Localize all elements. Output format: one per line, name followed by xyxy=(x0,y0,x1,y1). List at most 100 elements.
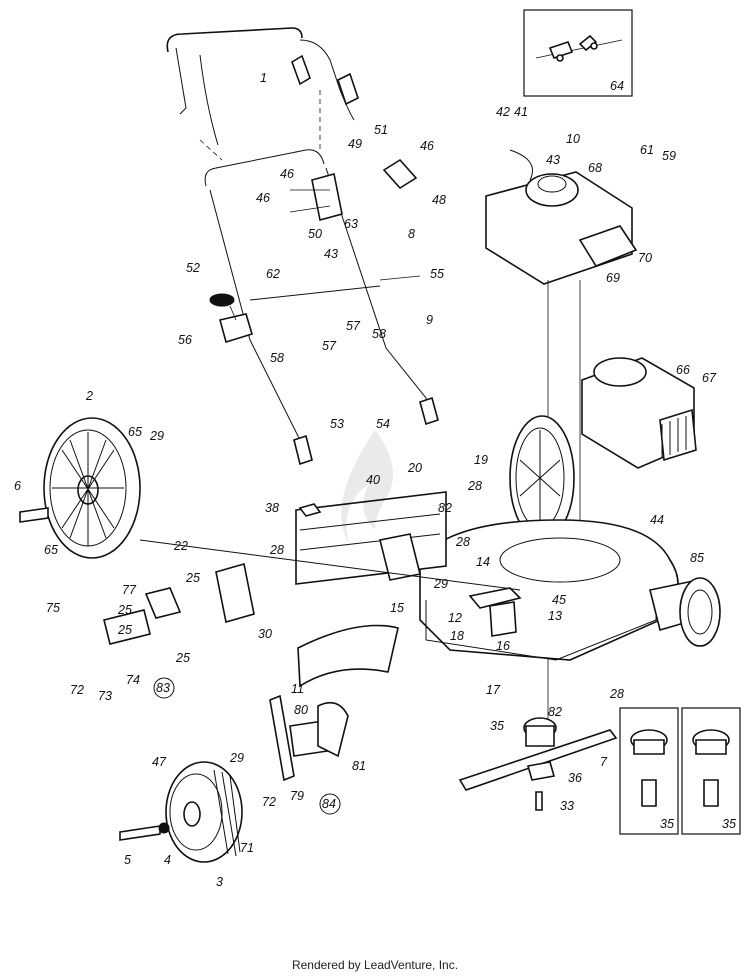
callout-52: 52 xyxy=(186,261,200,275)
upper-handle xyxy=(166,27,359,161)
callout-29-a: 29 xyxy=(149,429,164,443)
callout-74: 74 xyxy=(126,673,140,687)
callout-35-c: 35 xyxy=(722,817,736,831)
callout-51: 51 xyxy=(374,123,388,137)
callout-19: 19 xyxy=(474,453,488,467)
callout-28-d: 28 xyxy=(609,687,624,701)
watermark-flame-icon xyxy=(341,430,393,544)
callout-65-b: 65 xyxy=(44,543,58,557)
callout-28-c: 28 xyxy=(455,535,470,549)
callout-5: 5 xyxy=(124,853,131,867)
callout-17: 17 xyxy=(486,683,501,697)
callout-15: 15 xyxy=(390,601,404,615)
callout-54: 54 xyxy=(376,417,390,431)
callout-49: 49 xyxy=(348,137,362,151)
callout-30: 30 xyxy=(258,627,272,641)
callout-58-a: 58 xyxy=(372,327,386,341)
callout-7: 7 xyxy=(600,755,608,769)
callout-28-b: 28 xyxy=(467,479,482,493)
callout-1: 1 xyxy=(260,71,267,85)
height-adjust-knob xyxy=(209,293,253,344)
callout-11: 11 xyxy=(291,682,304,696)
callout-20: 20 xyxy=(407,461,422,475)
callout-35-b: 35 xyxy=(660,817,674,831)
callout-labels: 1 2 3 4 5 6 7 8 9 10 11 12 13 14 15 16 1… xyxy=(14,71,736,889)
callout-46-a: 46 xyxy=(420,139,434,153)
blade-assembly xyxy=(458,717,618,811)
callout-6: 6 xyxy=(14,479,21,493)
callout-25-d: 25 xyxy=(175,651,190,665)
callout-33: 33 xyxy=(560,799,574,813)
rear-wheel-left xyxy=(19,417,141,559)
callout-65-a: 65 xyxy=(128,425,142,439)
callout-43-a: 43 xyxy=(546,153,560,167)
circled-84 xyxy=(319,793,341,815)
callout-35-a: 35 xyxy=(490,719,504,733)
callout-2: 2 xyxy=(85,389,93,403)
callout-67: 67 xyxy=(702,371,717,385)
callout-83: 83 xyxy=(156,681,170,695)
rear-axle xyxy=(103,539,521,645)
callout-53: 53 xyxy=(330,417,344,431)
callout-25-c: 25 xyxy=(117,623,132,637)
circled-83 xyxy=(153,677,175,699)
footer-credit: Rendered by LeadVenture, Inc. xyxy=(291,958,459,972)
callout-22: 22 xyxy=(173,539,188,553)
rear-baffle xyxy=(295,491,447,585)
callout-50: 50 xyxy=(308,227,322,241)
callout-61: 61 xyxy=(640,143,654,157)
callout-41: 41 xyxy=(514,105,528,119)
callout-64: 64 xyxy=(610,79,624,93)
callout-82-b: 82 xyxy=(548,705,562,719)
inset-box-adapter-b xyxy=(681,707,741,835)
callout-81: 81 xyxy=(352,759,366,773)
callout-72-a: 72 xyxy=(70,683,84,697)
inset-box-64 xyxy=(523,9,633,97)
callout-16: 16 xyxy=(496,639,510,653)
callout-43-b: 43 xyxy=(324,247,338,261)
callout-4: 4 xyxy=(164,853,171,867)
callout-18: 18 xyxy=(450,629,464,643)
callout-45: 45 xyxy=(552,593,566,607)
callout-75: 75 xyxy=(46,601,60,615)
callout-48: 48 xyxy=(432,193,446,207)
callout-66: 66 xyxy=(676,363,690,377)
callout-29-c: 29 xyxy=(229,751,244,765)
callout-70: 70 xyxy=(638,251,652,265)
callout-3: 3 xyxy=(216,875,223,889)
callout-57-a: 57 xyxy=(346,319,361,333)
callout-62: 62 xyxy=(266,267,280,281)
callout-59: 59 xyxy=(662,149,676,163)
callout-42: 42 xyxy=(496,105,510,119)
front-height-adjuster xyxy=(269,694,349,782)
callout-85: 85 xyxy=(690,551,704,565)
callout-29-b: 29 xyxy=(433,577,448,591)
callout-56: 56 xyxy=(178,333,192,347)
callout-55: 55 xyxy=(430,267,444,281)
callout-84: 84 xyxy=(322,797,336,811)
callout-46-b: 46 xyxy=(280,167,294,181)
callout-71: 71 xyxy=(240,841,254,855)
callout-14: 14 xyxy=(476,555,490,569)
callout-58-b: 58 xyxy=(270,351,284,365)
callout-28-a: 28 xyxy=(269,543,284,557)
callout-9: 9 xyxy=(426,313,433,327)
callout-8: 8 xyxy=(408,227,415,241)
front-wheel-left xyxy=(119,761,243,863)
callout-77: 77 xyxy=(122,583,137,597)
discharge-chute xyxy=(297,624,399,688)
inset-box-adapter-a xyxy=(619,707,679,835)
callout-72-b: 72 xyxy=(262,795,276,809)
callout-73: 73 xyxy=(98,689,112,703)
engine xyxy=(485,149,638,720)
callout-25-b: 25 xyxy=(117,603,132,617)
callout-47: 47 xyxy=(152,755,167,769)
callout-36: 36 xyxy=(568,771,582,785)
front-wheel-right xyxy=(679,577,721,647)
callout-38: 38 xyxy=(265,501,279,515)
callout-46-c: 46 xyxy=(256,191,270,205)
callout-57-b: 57 xyxy=(322,339,337,353)
callout-80: 80 xyxy=(294,703,308,717)
callout-82-a: 82 xyxy=(438,501,452,515)
